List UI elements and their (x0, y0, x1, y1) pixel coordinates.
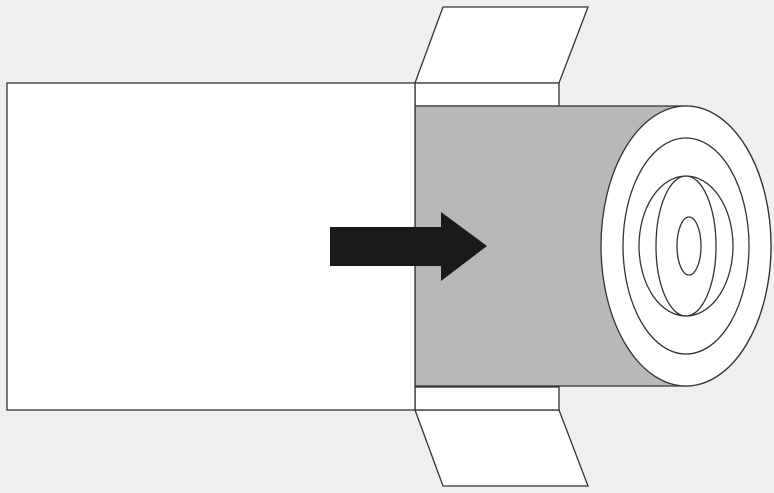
top-clamp (414, 6, 589, 107)
roll-end-ring-1 (622, 137, 750, 355)
top-clamp-fin (414, 6, 589, 84)
bottom-clamp-band (414, 386, 560, 411)
right-arrow-icon (330, 212, 487, 281)
bottom-clamp-fin (414, 409, 589, 487)
top-clamp-band (414, 82, 560, 107)
roll-end-face (600, 105, 772, 387)
roll-end-ring-3b (655, 175, 717, 317)
roll-end (600, 105, 772, 387)
roll-end-core (676, 216, 702, 276)
bottom-clamp (414, 386, 589, 487)
